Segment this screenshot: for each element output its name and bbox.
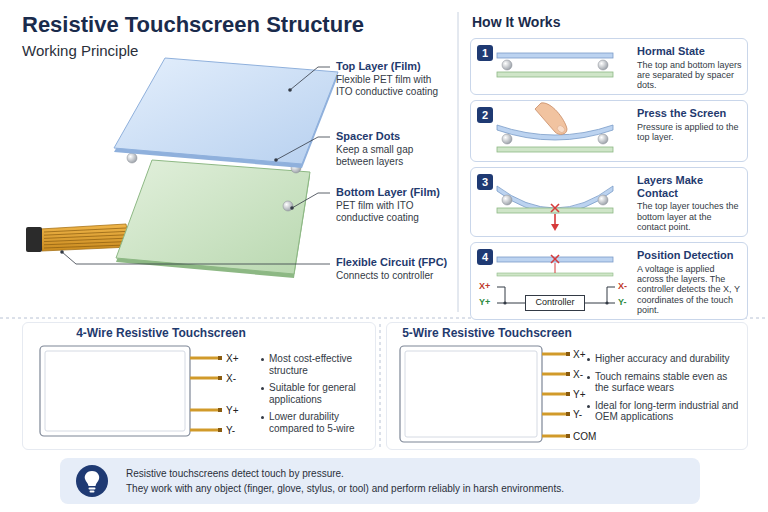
step-box: Position Detection A voltage is applied a… xyxy=(470,242,748,320)
bullet-dot xyxy=(261,387,264,390)
bullet-dot xyxy=(587,358,590,361)
bullet-dot xyxy=(261,416,264,419)
step-illustration xyxy=(471,168,631,234)
fpc-traces xyxy=(44,228,126,248)
separator xyxy=(380,324,381,450)
step-body: The top and bottom layers are separated … xyxy=(637,60,743,91)
controller-box: Controller xyxy=(525,295,585,311)
wire-type-panel: 5-Wire Resistive TouchscreenHigher accur… xyxy=(386,322,748,450)
step-illustration xyxy=(471,101,631,163)
pin-tips xyxy=(566,352,570,438)
part-name: Bottom Layer (Film) xyxy=(336,186,440,199)
part-name: Spacer Dots xyxy=(336,130,400,143)
separator xyxy=(458,12,459,312)
wire-type-panel: 4-Wire Resistive TouchscreenMost cost-ef… xyxy=(22,322,376,450)
bottom-film xyxy=(116,160,310,274)
bullet-text: Lower durability compared to 5-wire xyxy=(269,411,371,434)
bullet-dot xyxy=(587,376,590,379)
step-heading: Layers Make Contact xyxy=(637,174,743,199)
step-number-badge: 4 xyxy=(477,249,493,265)
pin-name: X- xyxy=(573,369,583,381)
fpc-ribbon xyxy=(40,224,130,251)
signal-name: X+ xyxy=(479,281,490,291)
pin-name: Y+ xyxy=(573,389,586,401)
step-body: Pressure is applied to the top layer. xyxy=(637,122,743,143)
step-heading: Hormal State xyxy=(637,45,743,58)
step-body: A voltage is applied across the layers. … xyxy=(637,264,743,316)
pin-name: X- xyxy=(226,373,236,385)
step-heading: Press the Screen xyxy=(637,107,743,120)
callout-number: 1 xyxy=(477,45,493,61)
bulb-icon xyxy=(72,459,112,503)
bullet-text: Touch remains stable even as the surface… xyxy=(595,371,741,394)
pin-name: X+ xyxy=(573,349,586,361)
step-box: Layers Make ContactThe top layer touches… xyxy=(470,167,748,237)
pin-leads xyxy=(190,358,220,430)
pin-name: Y+ xyxy=(226,405,239,417)
bullet-text: Suitable for general applications xyxy=(269,382,371,405)
signal-name: Y- xyxy=(618,297,627,307)
panel-heading: 5-Wire Resistive Touchscreen xyxy=(397,327,577,341)
pin-tips xyxy=(218,356,222,432)
part-name: Flexible Circuit (FPC) xyxy=(336,256,447,269)
controller-label: Controller xyxy=(526,297,584,307)
bullet-dot xyxy=(261,358,264,361)
screen-inner xyxy=(405,351,537,437)
fpc-connector xyxy=(26,227,42,252)
screen-inner xyxy=(45,351,185,431)
spacer-dot xyxy=(283,201,293,211)
step-number-badge: 3 xyxy=(477,174,493,190)
spacer-dot xyxy=(127,153,137,163)
page-title: Resistive Touchscreen Structure xyxy=(22,12,364,37)
screen-panel xyxy=(40,346,190,436)
pin-name: X+ xyxy=(226,353,239,365)
part-description: Connects to controller xyxy=(336,270,450,282)
bullet-text: Most cost-effective structure xyxy=(269,353,371,376)
bullet-text: Higher accuracy and durability xyxy=(595,353,741,365)
step-heading: Position Detection xyxy=(637,249,743,262)
top-film xyxy=(114,58,338,164)
part-description: PET film with ITO conductive coating xyxy=(336,200,450,223)
part-name: Top Layer (Film) xyxy=(336,60,421,73)
bullet-text: Ideal for long-term industrial and OEM a… xyxy=(595,400,741,423)
subtitle: Working Principle xyxy=(22,42,138,59)
step-box: Hormal StateThe top and bottom layers ar… xyxy=(470,38,748,95)
section-heading: How It Works xyxy=(472,14,560,30)
note-text: They work with any object (finger, glove… xyxy=(126,483,686,495)
pin-name: Y- xyxy=(573,409,582,421)
note-band: Resistive touchscreens detect touch by p… xyxy=(60,458,700,504)
step-number-badge: 2 xyxy=(477,107,493,123)
pin-name: COM xyxy=(573,431,596,443)
screen-panel xyxy=(400,346,542,442)
pin-name: Y- xyxy=(226,425,235,437)
signal-name: Y+ xyxy=(479,297,490,307)
note-text: Resistive touchscreens detect touch by p… xyxy=(126,468,686,480)
pin-leads xyxy=(542,354,568,436)
part-description: Keep a small gap between layers xyxy=(336,144,450,167)
signal-name: X- xyxy=(618,281,627,291)
leader-lines xyxy=(62,67,330,264)
leader-dots xyxy=(60,88,294,254)
callout-number: 3 xyxy=(477,174,493,190)
step-box: Press the ScreenPressure is applied to t… xyxy=(470,100,748,162)
step-body: The top layer touches the bottom layer a… xyxy=(637,201,743,232)
step-illustration xyxy=(471,39,631,89)
part-description: Flexible PET film with ITO conductive co… xyxy=(336,74,450,97)
panel-heading: 4-Wire Resistive Touchscreen xyxy=(43,327,279,341)
step-number-badge: 1 xyxy=(477,45,493,61)
callout-number: 4 xyxy=(477,249,493,265)
callout-number: 2 xyxy=(477,107,493,123)
bullet-dot xyxy=(587,405,590,408)
